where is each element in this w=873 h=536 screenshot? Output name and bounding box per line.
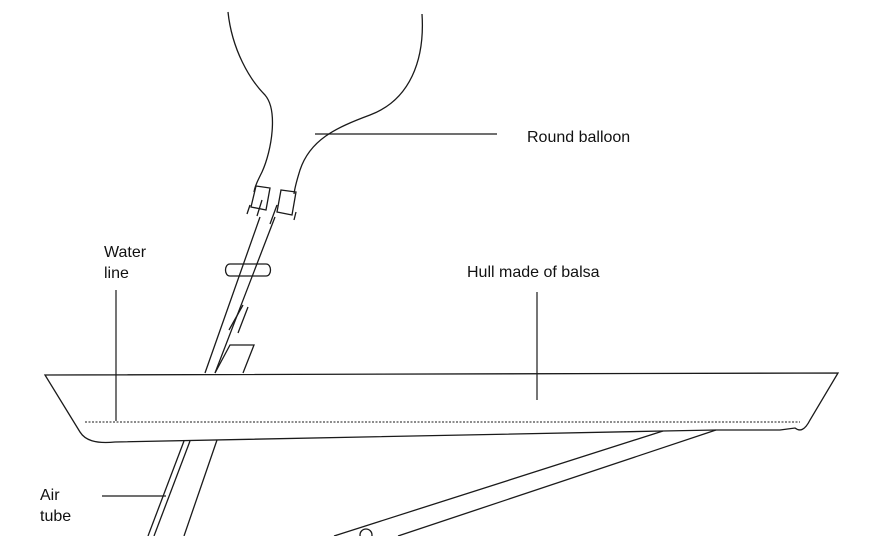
label-water-line-1: Water <box>104 244 147 261</box>
balloon <box>227 11 424 195</box>
label-air-tube-1: Air <box>40 487 60 504</box>
pivot-circle <box>359 528 373 536</box>
label-water-line-2: line <box>104 265 129 282</box>
air-tube-lower <box>147 439 218 536</box>
label-water-line: Water line <box>104 242 146 284</box>
tube-ring <box>224 263 272 277</box>
air-tube-upper <box>204 199 278 374</box>
strut <box>333 429 717 536</box>
label-air-tube: Air tube <box>40 485 71 527</box>
label-hull: Hull made of balsa <box>467 264 600 281</box>
label-air-tube-2: tube <box>40 508 72 525</box>
label-round-balloon: Round balloon <box>527 129 631 146</box>
tube-mount <box>214 344 255 374</box>
balloon-neck-clamp <box>246 185 297 221</box>
hull <box>43 372 840 444</box>
leader-lines <box>102 133 538 497</box>
